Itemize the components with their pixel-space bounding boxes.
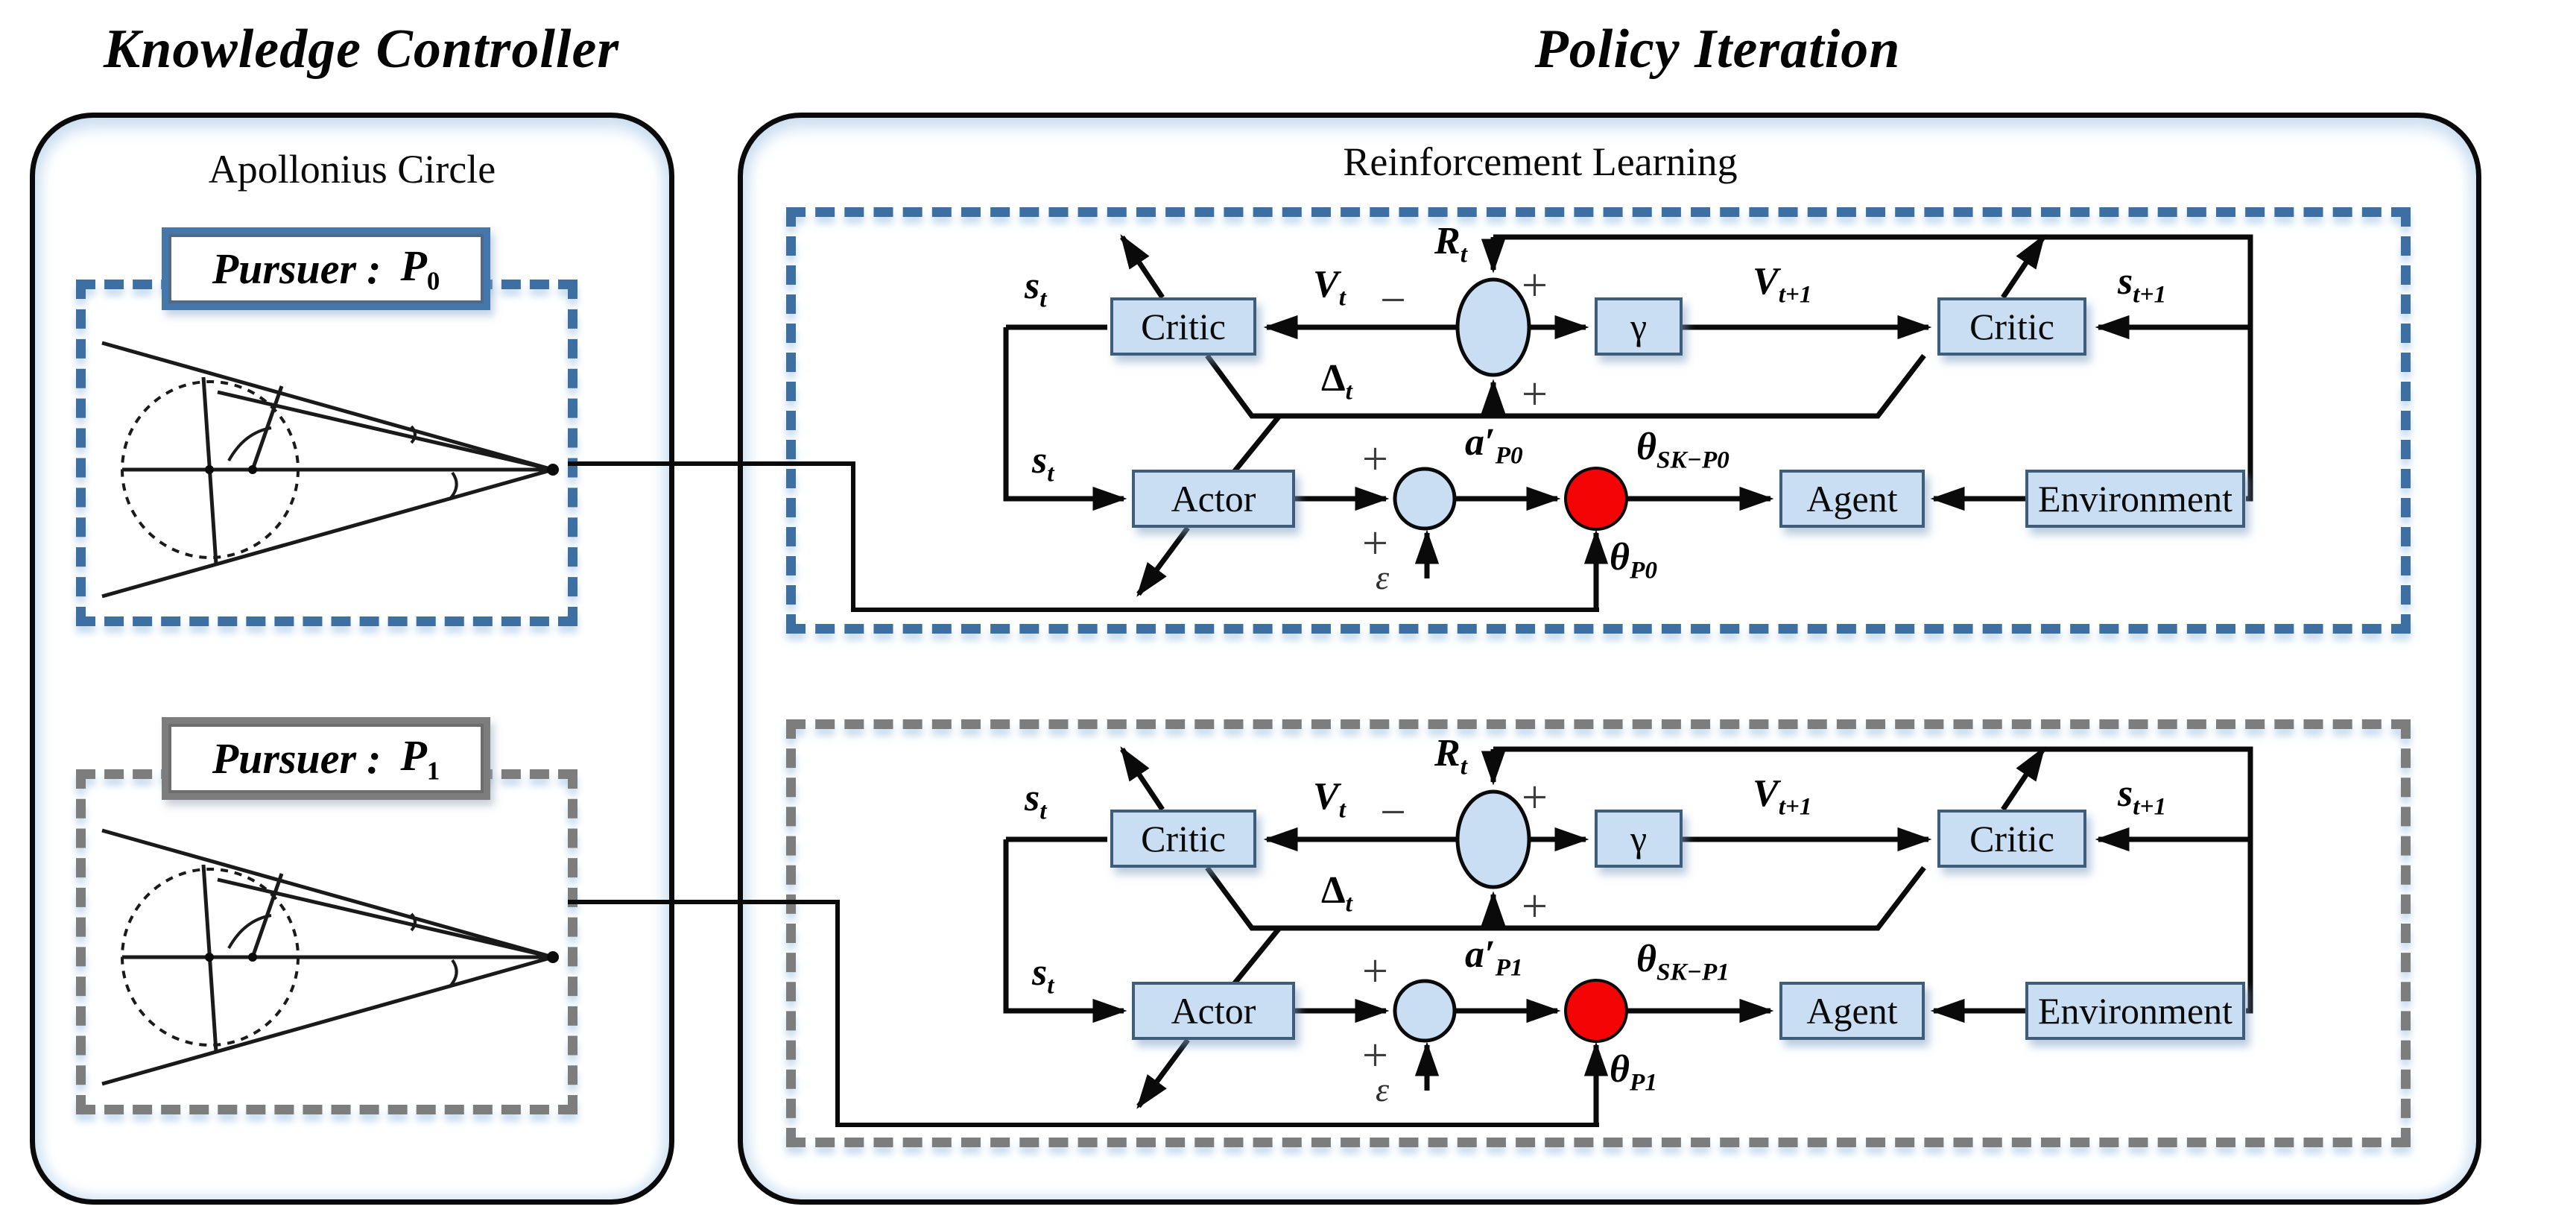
theta-p-label-0: θP0	[1610, 536, 1657, 584]
minus-sign-1: −	[1380, 787, 1406, 838]
critic-right-box-0: Critic	[1937, 297, 2086, 356]
plus-sign-sum2-bottom-1: +	[1362, 1030, 1388, 1081]
pursuer-1-word: Pursuer	[212, 734, 357, 783]
pursuer-1-symbol: P1	[400, 731, 440, 786]
critic-left-box-0: Critic	[1110, 297, 1256, 356]
minus-sign-0: −	[1380, 275, 1406, 326]
critic-left-box-1: Critic	[1110, 810, 1256, 868]
pursuer-1-colon: :	[367, 734, 382, 783]
agent-box-1: Agent	[1779, 982, 1925, 1040]
reinforcement-learning-header: Reinforcement Learning	[1343, 139, 1738, 184]
r-t-label-0: Rt	[1434, 220, 1467, 268]
pursuer-0-cone	[102, 343, 559, 596]
plus-sign-sum2-top-0: +	[1362, 434, 1388, 485]
plus-sign-top-0: +	[1522, 260, 1548, 311]
pursuer-0-symbol: P0	[400, 242, 440, 296]
epsilon-label-1: ε	[1376, 1070, 1390, 1108]
pursuer-1-label-box: Pursuer: P1	[162, 717, 490, 800]
s-t-label-critic-1: st	[1025, 777, 1047, 825]
rl-diagram-1-dashed-box	[786, 719, 2411, 1147]
pursuer-1-cone	[102, 830, 559, 1084]
plus-sign-sum2-bottom-0: +	[1362, 518, 1388, 569]
pursuer-1-feed-line	[568, 900, 1599, 1127]
plus-sign-bottom-0: +	[1522, 369, 1548, 420]
agent-box-0: Agent	[1779, 470, 1925, 528]
critic-right-box-1: Critic	[1937, 810, 2086, 868]
r-t-label-1: Rt	[1434, 732, 1467, 780]
v-t-label-0: Vt	[1313, 263, 1346, 312]
actor-box-1: Actor	[1132, 982, 1295, 1040]
gamma-box-0: γ	[1595, 297, 1683, 356]
theta-sk-label-0: θSK−P0	[1636, 426, 1730, 474]
s-t-plus-label-0: st+1	[2118, 260, 2167, 309]
delta-t-label-0: Δt	[1321, 357, 1352, 406]
policy-iteration-title: Policy Iteration	[1534, 19, 1901, 80]
knowledge-controller-title: Knowledge Controller	[103, 19, 620, 80]
delta-t-label-1: Δt	[1321, 869, 1352, 918]
plus-sign-top-1: +	[1522, 772, 1548, 823]
action-label-0: a′P0	[1465, 421, 1523, 470]
pursuer-0-word: Pursuer	[212, 245, 357, 293]
pursuer-0-feed-line	[568, 461, 1599, 612]
rl-diagram-0-dashed-box	[786, 207, 2411, 634]
s-t-label-critic-0: st	[1025, 265, 1047, 313]
plus-sign-sum2-top-1: +	[1362, 946, 1388, 997]
plus-sign-bottom-1: +	[1522, 881, 1548, 932]
apollonius-circle-header: Apollonius Circle	[208, 147, 496, 192]
theta-sk-label-1: θSK−P1	[1636, 938, 1730, 986]
s-t-plus-label-1: st+1	[2118, 772, 2167, 821]
v-t-label-1: Vt	[1313, 775, 1346, 824]
theta-p-label-1: θP1	[1610, 1048, 1657, 1097]
pursuer-0-label-box: Pursuer: P0	[162, 227, 490, 310]
environment-box-1: Environment	[2025, 982, 2245, 1040]
environment-box-0: Environment	[2025, 470, 2245, 528]
v-t-plus-label-0: Vt+1	[1753, 260, 1812, 309]
gamma-box-1: γ	[1595, 810, 1683, 868]
action-label-1: a′P1	[1465, 933, 1523, 982]
s-t-label-actor-1: st	[1032, 951, 1054, 1000]
v-t-plus-label-1: Vt+1	[1753, 772, 1812, 821]
s-t-label-actor-0: st	[1032, 439, 1054, 488]
pursuer-0-colon: :	[367, 245, 382, 293]
epsilon-label-0: ε	[1376, 558, 1390, 596]
actor-box-0: Actor	[1132, 470, 1295, 528]
